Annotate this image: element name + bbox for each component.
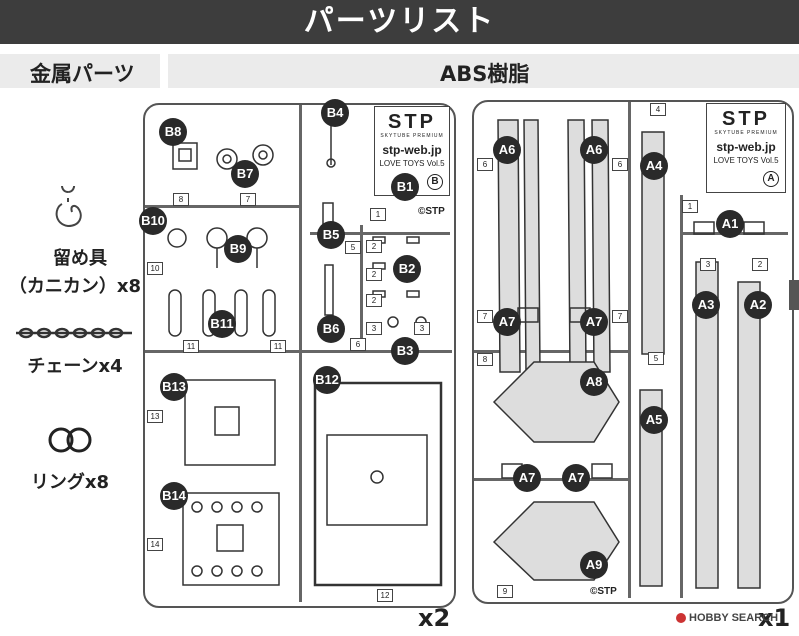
part-label: A7 bbox=[513, 464, 541, 492]
sprue-a-runner bbox=[474, 350, 630, 353]
clasp-icon bbox=[55, 186, 82, 228]
runner-tag: 12 bbox=[377, 589, 393, 602]
runner-tag: 2 bbox=[752, 258, 768, 271]
runner-tag: 2 bbox=[366, 294, 382, 307]
part-label: A1 bbox=[716, 210, 744, 238]
abs-section-band bbox=[168, 54, 799, 88]
runner-tag: 14 bbox=[147, 538, 163, 551]
watermark-text: HOBBY SEARCH bbox=[689, 612, 779, 624]
runner-tag: 7 bbox=[240, 193, 256, 206]
runner-tag: 11 bbox=[270, 340, 286, 353]
sprue-letter: A bbox=[763, 171, 779, 187]
part-label: A9 bbox=[580, 551, 608, 579]
metal-section-band bbox=[0, 54, 160, 88]
part-label: B14 bbox=[160, 482, 188, 510]
clasp-count: （カニカン）x8 bbox=[8, 276, 142, 297]
header-bar: パーツリスト bbox=[0, 0, 799, 44]
part-label: A7 bbox=[580, 308, 608, 336]
sprue-b-stp-box: STP SKYTUBE PREMIUM stp-web.jp LOVE TOYS… bbox=[374, 106, 450, 196]
part-label: B13 bbox=[160, 373, 188, 401]
ring-label: リングx8 bbox=[30, 472, 110, 493]
page-title: パーツリスト bbox=[303, 4, 496, 39]
watermark: HOBBY SEARCH bbox=[676, 612, 778, 624]
hobby-search-logo-icon bbox=[676, 613, 686, 624]
metal-section-title: 金属パーツ bbox=[30, 62, 135, 86]
part-label: B1 bbox=[391, 173, 419, 201]
sprue-a-stp-box: STP SKYTUBE PREMIUM stp-web.jp LOVE TOYS… bbox=[706, 103, 786, 193]
part-label: A6 bbox=[493, 136, 521, 164]
part-label: A7 bbox=[562, 464, 590, 492]
part-label: B4 bbox=[321, 99, 349, 127]
sprue-a-runner bbox=[628, 102, 631, 598]
runner-tag: 11 bbox=[183, 340, 199, 353]
runner-tag: 10 bbox=[147, 262, 163, 275]
part-label: A7 bbox=[493, 308, 521, 336]
stp-subtitle: SKYTUBE PREMIUM bbox=[380, 133, 444, 139]
stp-logo: STP bbox=[388, 111, 436, 133]
part-label: B5 bbox=[317, 221, 345, 249]
chain-icon bbox=[16, 327, 132, 339]
part-label: B3 bbox=[391, 337, 419, 365]
runner-tag: 6 bbox=[350, 338, 366, 351]
runner-tag: 9 bbox=[497, 585, 513, 598]
copyright-stp: ©STP bbox=[418, 206, 445, 217]
runner-tag: 1 bbox=[370, 208, 386, 221]
sprue-b-runner bbox=[299, 105, 302, 602]
runner-tag: 7 bbox=[612, 310, 628, 323]
runner-tag: 13 bbox=[147, 410, 163, 423]
part-label: B9 bbox=[224, 235, 252, 263]
part-label: B6 bbox=[317, 315, 345, 343]
part-label: A8 bbox=[580, 368, 608, 396]
clasp-label: 留め具 bbox=[53, 248, 107, 269]
runner-tag: 7 bbox=[477, 310, 493, 323]
sprue-b-runner bbox=[145, 205, 299, 208]
runner-tag: 6 bbox=[477, 158, 493, 171]
stp-website: stp-web.jp bbox=[716, 140, 776, 154]
runner-tag: 5 bbox=[345, 241, 361, 254]
chain-label: チェーンx4 bbox=[27, 356, 123, 377]
runner-tag: 5 bbox=[648, 352, 664, 365]
part-label: A2 bbox=[744, 291, 772, 319]
part-label: B8 bbox=[159, 118, 187, 146]
part-label: A6 bbox=[580, 136, 608, 164]
abs-section-title: ABS樹脂 bbox=[440, 62, 530, 86]
part-label: A4 bbox=[640, 152, 668, 180]
part-label: B10 bbox=[139, 207, 167, 235]
runner-tag: 3 bbox=[700, 258, 716, 271]
runner-tag: 8 bbox=[173, 193, 189, 206]
stp-subtitle: SKYTUBE PREMIUM bbox=[714, 130, 778, 136]
sprue-a-runner bbox=[474, 478, 628, 481]
runner-tag: 3 bbox=[366, 322, 382, 335]
part-label: A3 bbox=[692, 291, 720, 319]
runner-tag: 4 bbox=[650, 103, 666, 116]
runner-tag: 2 bbox=[366, 268, 382, 281]
stp-volume: LOVE TOYS Vol.5 bbox=[713, 156, 779, 165]
ring-icon bbox=[48, 427, 92, 453]
runner-tag: 2 bbox=[366, 240, 382, 253]
sprue-b-runner bbox=[360, 225, 363, 350]
part-label: B2 bbox=[393, 255, 421, 283]
sprue-a-parts bbox=[492, 119, 765, 589]
runner-tag: 8 bbox=[477, 353, 493, 366]
sprue-b-parts bbox=[167, 125, 443, 587]
part-label: B12 bbox=[313, 366, 341, 394]
sprue-b-multiplier: x2 bbox=[418, 604, 451, 632]
part-label: A5 bbox=[640, 406, 668, 434]
sprue-letter: B bbox=[427, 174, 443, 190]
stp-logo: STP bbox=[722, 108, 770, 130]
edge-marker bbox=[789, 280, 799, 310]
runner-tag: 6 bbox=[612, 158, 628, 171]
sprue-a-multiplier: x1 bbox=[758, 604, 791, 632]
sprue-b-runner bbox=[145, 350, 452, 353]
sprue-a-runner bbox=[680, 195, 683, 598]
sprue-b-runner bbox=[310, 232, 450, 235]
stp-website: stp-web.jp bbox=[382, 143, 442, 157]
runner-tag: 1 bbox=[682, 200, 698, 213]
stp-volume: LOVE TOYS Vol.5 bbox=[379, 159, 445, 168]
runner-tag: 3 bbox=[414, 322, 430, 335]
copyright-stp: ©STP bbox=[590, 586, 617, 597]
part-label: B11 bbox=[208, 310, 236, 338]
part-label: B7 bbox=[231, 160, 259, 188]
